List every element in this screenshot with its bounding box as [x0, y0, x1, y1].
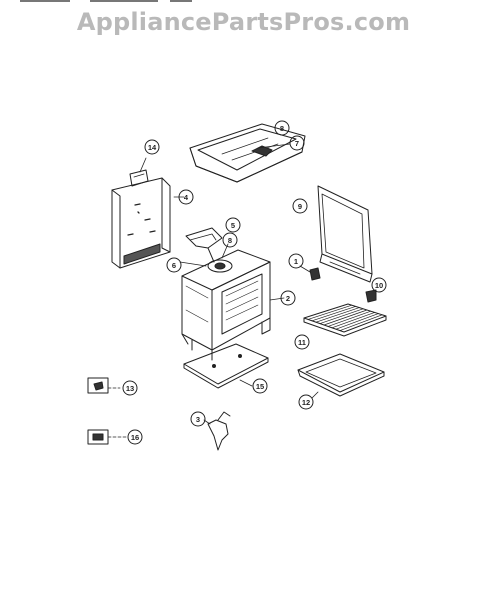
callout-11: 11 [294, 334, 310, 350]
top-rule-middle [90, 0, 158, 2]
callout-3-label: 3 [196, 415, 200, 424]
rack-wire [315, 307, 360, 323]
cooktop-part [189, 123, 306, 183]
callout-5-label: 5 [231, 221, 235, 230]
callout-3: 3 [190, 411, 206, 427]
callout-15-label: 15 [256, 382, 264, 391]
oven-body-part [181, 249, 285, 361]
callout-15: 15 [252, 378, 268, 394]
rack-wire [323, 309, 368, 326]
oven-door-part [317, 185, 373, 283]
callout-9-label: 9 [298, 202, 302, 211]
callout-8b-label: 8 [228, 236, 232, 245]
callout-9: 9 [292, 198, 308, 214]
callout-7-label: 7 [295, 139, 299, 148]
callout-16: 16 [127, 429, 143, 445]
callouts: 14 8 7 4 9 5 8 [122, 120, 387, 445]
flue-duct-part [185, 227, 223, 263]
callout-12: 12 [298, 394, 314, 410]
callout-1-label: 1 [294, 257, 298, 266]
watermark-text: AppliancePartsPros.com [76, 8, 411, 36]
callout-4: 4 [178, 189, 194, 205]
callout-13-label: 13 [126, 384, 134, 393]
vent-fitting-part [179, 243, 233, 273]
leveling-leg-part [203, 411, 231, 451]
callout-11-label: 11 [298, 338, 306, 347]
door-stop-part [299, 265, 321, 281]
callout-5: 5 [225, 217, 241, 233]
oven-rack-part [303, 303, 387, 337]
callout-8b: 8 [222, 232, 238, 248]
rack-wire [339, 314, 383, 331]
callout-8a-label: 8 [280, 124, 284, 133]
rack-wire [307, 304, 353, 320]
callout-12-label: 12 [302, 398, 310, 407]
callout-2: 2 [280, 290, 296, 306]
rack-support-part [365, 289, 377, 303]
callout-1: 1 [288, 253, 304, 269]
broiler-pan-part [297, 353, 385, 399]
rack-wire [319, 308, 364, 324]
callout-7: 7 [289, 135, 305, 151]
callout-13: 13 [122, 380, 138, 396]
top-rule-right [170, 0, 192, 2]
rack-wire [311, 306, 356, 322]
callout-10-label: 10 [375, 281, 383, 290]
callout-14: 14 [144, 139, 160, 155]
callout-6: 6 [166, 257, 182, 273]
callout-16-label: 16 [131, 433, 139, 442]
callout-8a: 8 [274, 120, 290, 136]
callout-6-label: 6 [172, 261, 176, 270]
rack-wire [327, 310, 372, 327]
callout-2-label: 2 [286, 294, 290, 303]
clip-part [87, 429, 127, 445]
callout-4-label: 4 [184, 193, 189, 202]
bottom-panel-part [183, 343, 269, 389]
rack-wire [335, 313, 379, 330]
top-rule-left [20, 0, 70, 2]
callout-14-label: 14 [148, 143, 157, 152]
rear-panel-part [111, 177, 185, 269]
callout-10: 10 [371, 277, 387, 293]
rack-wire [331, 312, 375, 329]
hinge-bracket-part [87, 377, 121, 394]
burner-pan-part [251, 143, 291, 157]
